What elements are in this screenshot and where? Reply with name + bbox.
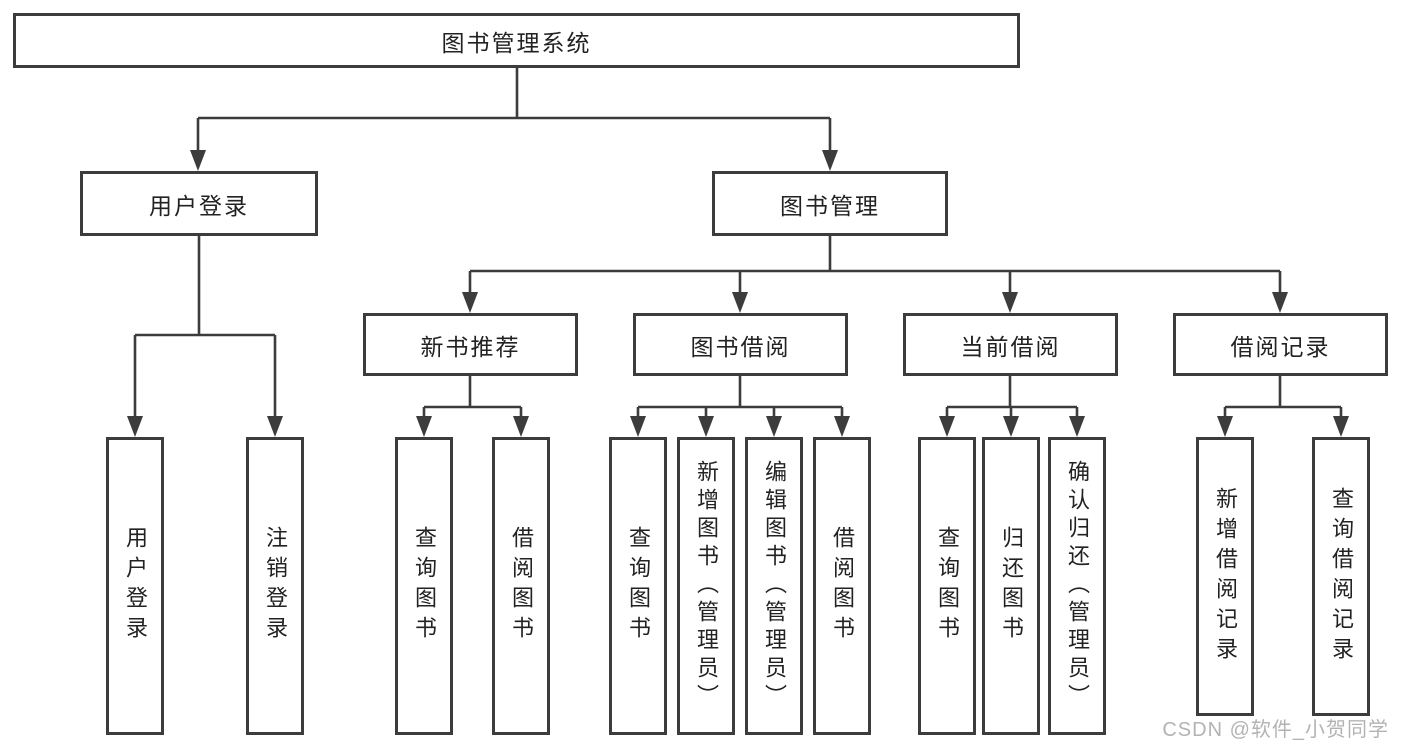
leaf-add-borrow-record: 新增借阅记录 bbox=[1196, 437, 1254, 716]
node-borrowing-records: 借阅记录 bbox=[1173, 313, 1388, 376]
leaf-return-books: 归还图书 bbox=[982, 437, 1040, 735]
leaf-query-books-current: 查询图书 bbox=[918, 437, 976, 735]
leaf-logout: 注销登录 bbox=[246, 437, 304, 735]
leaf-edit-book-admin: 编辑图书（管理员） bbox=[745, 437, 803, 735]
leaf-query-books-borrowing: 查询图书 bbox=[609, 437, 667, 735]
leaf-confirm-return-admin: 确认归还（管理员） bbox=[1048, 437, 1106, 735]
csdn-watermark: CSDN @软件_小贺同学 bbox=[1162, 719, 1389, 741]
leaf-add-book-admin: 新增图书（管理员） bbox=[677, 437, 735, 735]
leaf-borrow-books-borrowing: 借阅图书 bbox=[813, 437, 871, 735]
node-user-login: 用户登录 bbox=[80, 171, 318, 236]
node-current-borrowing: 当前借阅 bbox=[903, 313, 1118, 376]
leaf-query-borrow-record: 查询借阅记录 bbox=[1312, 437, 1370, 716]
node-library-management-system: 图书管理系统 bbox=[13, 13, 1020, 68]
node-book-management: 图书管理 bbox=[712, 171, 948, 236]
node-new-book-recommendation: 新书推荐 bbox=[363, 313, 578, 376]
leaf-borrow-books-recommend: 借阅图书 bbox=[492, 437, 550, 735]
node-book-borrowing: 图书借阅 bbox=[633, 313, 848, 376]
leaf-user-login: 用户登录 bbox=[106, 437, 164, 735]
leaf-query-books-recommend: 查询图书 bbox=[395, 437, 453, 735]
